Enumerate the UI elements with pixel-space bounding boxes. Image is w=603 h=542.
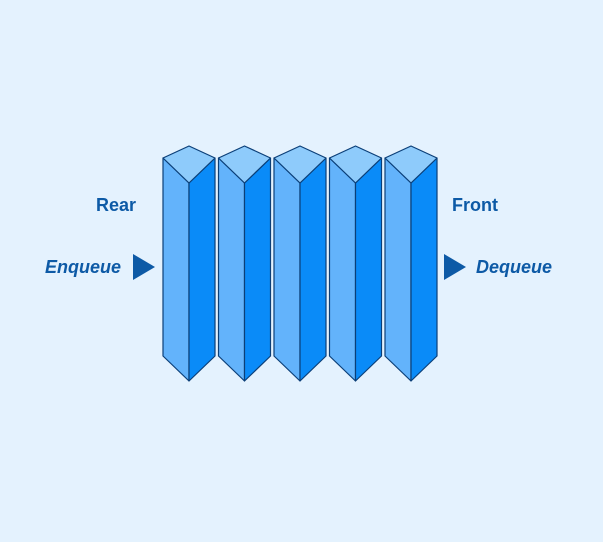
queue-element-top-face: [162, 145, 216, 184]
queue-element-front-face: [162, 157, 190, 382]
queue-element: [217, 145, 272, 382]
queue-elements: [162, 145, 438, 382]
queue-element-side-face: [243, 157, 272, 382]
queue-element: [273, 145, 327, 382]
queue-element-front-face: [328, 157, 357, 382]
queue-element-top-face: [273, 145, 327, 184]
queue-element-front-face: [384, 157, 412, 382]
dequeue-arrow-icon: [444, 254, 466, 280]
queue-element-side-face: [354, 157, 383, 382]
queue-element: [162, 145, 216, 382]
queue-element-front-face: [217, 157, 246, 382]
rear-label: Rear: [96, 195, 137, 215]
queue-element-side-face: [188, 157, 216, 382]
enqueue-arrow-icon: [133, 254, 155, 280]
queue-element: [384, 145, 438, 382]
front-label: Front: [452, 195, 498, 215]
dequeue-label: Dequeue: [476, 257, 553, 277]
queue-element-top-face: [217, 145, 272, 184]
queue-element-top-face: [328, 145, 383, 184]
queue-element-top-face: [384, 145, 438, 184]
queue-element-front-face: [273, 157, 301, 382]
enqueue-label: Enqueue: [45, 257, 122, 277]
queue-element: [328, 145, 383, 382]
queue-element-side-face: [410, 157, 438, 382]
queue-element-side-face: [299, 157, 327, 382]
